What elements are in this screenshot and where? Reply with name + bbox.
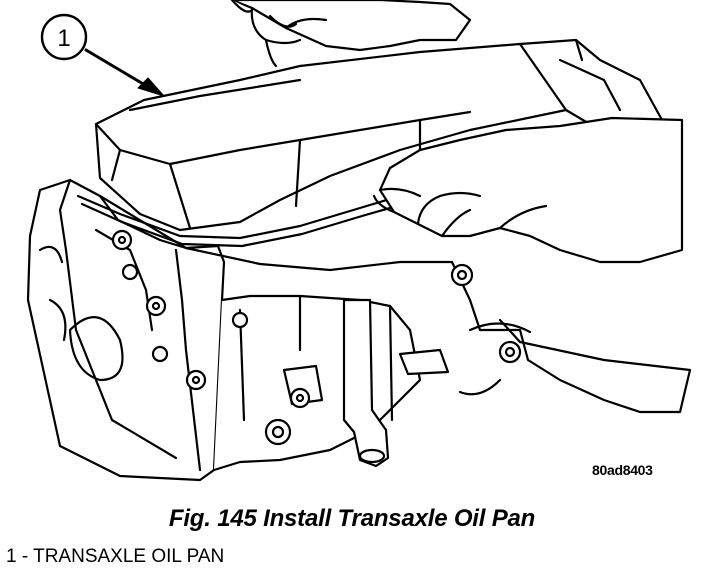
transaxle-oil-pan-illustration: 1 xyxy=(26,0,692,482)
valve-body-section xyxy=(184,246,692,472)
figure-caption: Fig. 145 Install Transaxle Oil Pan xyxy=(168,505,536,532)
transaxle-case xyxy=(26,178,226,482)
legend-item: 1 - TRANSAXLE OIL PAN xyxy=(6,546,225,567)
legend: 1 - TRANSAXLE OIL PAN xyxy=(6,546,224,568)
callout-number: 1 xyxy=(57,25,70,52)
hand xyxy=(230,0,472,68)
callout-1 xyxy=(40,13,165,97)
hand xyxy=(372,116,684,264)
transaxle-oil-pan xyxy=(76,42,568,248)
output-shaft xyxy=(282,298,390,468)
figure-code: 80ad8403 xyxy=(592,462,653,478)
